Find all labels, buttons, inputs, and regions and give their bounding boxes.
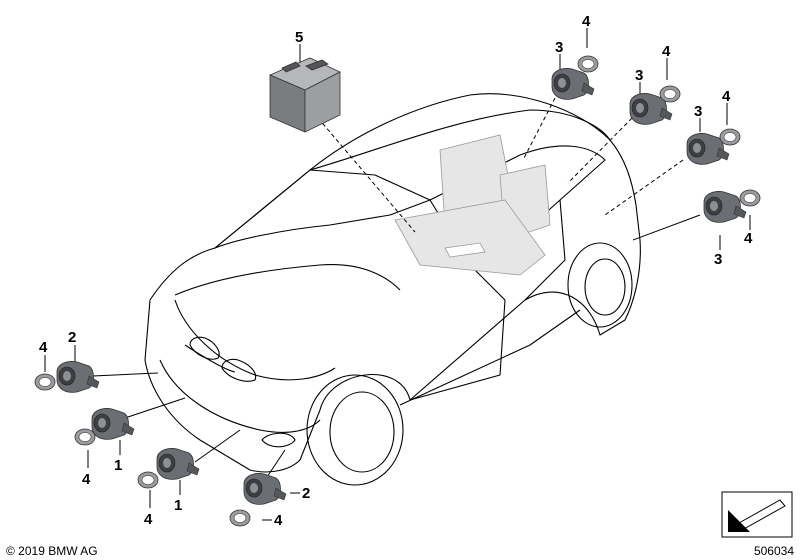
rear-sensor-a	[551, 67, 595, 100]
callout-control-unit: 5	[295, 29, 303, 46]
callout-rear-ring-a: 4	[582, 13, 591, 30]
callout-front-center-ring: 4	[144, 511, 153, 528]
callout-rear-ring-d: 4	[744, 230, 753, 247]
front-center-sensor	[156, 447, 200, 480]
front-mid-ring	[74, 428, 96, 446]
copyright-text: © 2019 BMW AG	[6, 544, 98, 558]
front-right-sensor	[243, 472, 287, 505]
leader-lines	[44, 28, 751, 521]
callout-rear-sensor-c: 3	[694, 103, 702, 120]
rear-ring-d	[739, 189, 761, 207]
front-center-ring	[137, 471, 159, 489]
rear-ring-b	[659, 85, 681, 103]
rear-ring-c	[719, 128, 741, 146]
callout-front-left-sensor: 2	[68, 329, 76, 346]
rear-sensor-d	[703, 190, 747, 223]
callout-front-right-sensor: 2	[302, 485, 310, 502]
callout-front-mid-ring: 4	[82, 471, 91, 488]
callout-front-center-sensor: 1	[174, 497, 182, 514]
callout-rear-sensor-d: 3	[714, 251, 722, 268]
callout-rear-sensor-a: 3	[555, 39, 563, 56]
front-left-ring	[34, 373, 56, 391]
callout-front-left-ring: 4	[39, 339, 48, 356]
callout-front-mid-sensor: 1	[114, 457, 122, 474]
front-mid-sensor	[91, 407, 135, 440]
front-right-ring	[229, 509, 251, 527]
callout-front-right-ring: 4	[274, 512, 283, 529]
callout-rear-ring-b: 4	[662, 43, 671, 60]
car-outline	[144, 93, 641, 486]
front-left-sensor	[56, 360, 100, 393]
callout-rear-ring-c: 4	[722, 88, 731, 105]
callout-rear-sensor-b: 3	[635, 67, 643, 84]
control-unit	[268, 57, 341, 133]
rear-seat	[394, 134, 551, 276]
rear-ring-a	[577, 55, 599, 73]
diagram-part-number: 506034	[753, 544, 794, 558]
callout-labels: 5 3 4 3 4 3 4 3 4 4 2 1 4 1 4 2 4	[39, 13, 753, 529]
orientation-symbol	[721, 491, 793, 538]
